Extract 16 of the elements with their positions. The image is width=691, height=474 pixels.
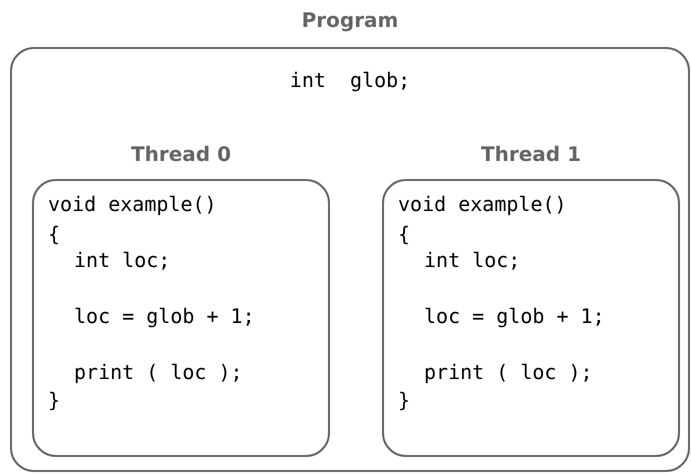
code-line: int loc; bbox=[424, 248, 520, 272]
panel-heading: Thread 1 bbox=[480, 142, 582, 166]
code-line: print ( loc ); bbox=[74, 360, 243, 384]
code-line: } bbox=[48, 388, 60, 412]
code-line: print ( loc ); bbox=[424, 360, 593, 384]
panel-heading: Program bbox=[300, 8, 400, 32]
code-line: } bbox=[398, 388, 410, 412]
code-line: int loc; bbox=[74, 248, 170, 272]
code-line: loc = glob + 1; bbox=[74, 304, 255, 328]
code-line: loc = glob + 1; bbox=[424, 304, 605, 328]
code-line: int glob; bbox=[288, 68, 412, 92]
code-line: void example() bbox=[48, 192, 217, 216]
panel-heading: Thread 0 bbox=[130, 142, 232, 166]
code-line: { bbox=[48, 222, 60, 246]
code-line: { bbox=[398, 222, 410, 246]
code-line: void example() bbox=[398, 192, 567, 216]
